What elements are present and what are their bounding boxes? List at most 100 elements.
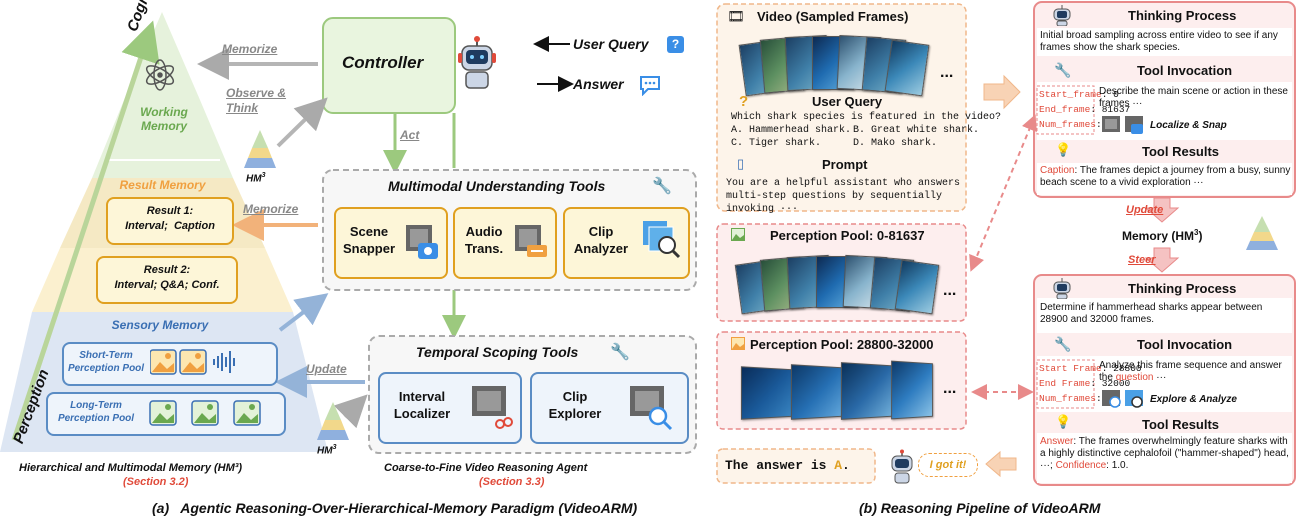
film-scissors-icon: [472, 386, 513, 429]
step2-thinking-title: Thinking Process: [1128, 281, 1237, 296]
option-c: C. Tiger shark.: [731, 138, 822, 149]
step1-desc: Describe the main scene or action in the…: [1099, 86, 1288, 109]
question-text: Which shark species is featured in the v…: [731, 112, 1002, 123]
step1-results-title: Tool Results: [1142, 144, 1220, 159]
observe-think-label: Observe & Think: [226, 86, 287, 115]
final-answer: The answer is A.: [725, 458, 850, 473]
act-label: Act: [400, 128, 420, 142]
audio-trans-label: Audio Trans.: [464, 224, 504, 256]
step2-results-title: Tool Results: [1142, 417, 1220, 432]
short-term-label: Short-Term Perception Pool: [67, 350, 145, 374]
agent-caption: Coarse-to-Fine Video Reasoning Agent: [384, 462, 588, 474]
pool2-title: Perception Pool: 28800-32000: [750, 337, 934, 352]
wrench-icon: 🔧: [1054, 336, 1072, 352]
step1-result-text: Caption: The frames depict a journey fro…: [1040, 165, 1291, 188]
memorize-label: Memorize: [222, 42, 278, 56]
option-a: A. Hammerhead shark.: [731, 125, 852, 136]
step1-param1: Start_frame: 0: [1039, 89, 1119, 100]
mm-tools-title: Multimodal Understanding Tools: [388, 178, 606, 194]
speech-bubble: I got it!: [918, 453, 978, 477]
tool-icons: [1102, 116, 1143, 134]
figure-a-caption: (a) Agentic Reasoning-Over-Hierarchical-…: [152, 500, 638, 516]
step1-param2: End_frame: 81637: [1039, 104, 1131, 115]
memory-label: Memory (HM3): [1122, 228, 1203, 243]
working-memory-label: Working Memory: [140, 105, 188, 133]
robot-icon: [458, 36, 496, 89]
prompt-title: Prompt: [822, 157, 868, 172]
prompt-text: You are a helpful assistant who answers …: [726, 178, 961, 215]
update-label-right: Update: [1126, 204, 1164, 216]
frames-ellipsis: ...: [940, 64, 954, 81]
audio-trans-tool: Audio Trans.: [453, 207, 557, 279]
scene-snapper-label: Scene Snapper: [342, 224, 395, 256]
short-term-pool: Short-Term Perception Pool: [62, 342, 278, 386]
step1-invocation-title: Tool Invocation: [1137, 63, 1233, 78]
result2-text: Result 2: Interval; Q&A; Conf.: [114, 264, 220, 291]
step1-tools-label: Localize & Snap: [1150, 120, 1227, 131]
robot-icon: [1053, 5, 1071, 26]
chat-icon: [640, 76, 660, 96]
result2-card: Result 2: Interval; Q&A; Conf.: [96, 256, 238, 304]
long-term-label: Long-Term Perception Pool: [57, 400, 135, 424]
step2-thinking-text: Determine if hammerhead sharks appear be…: [1040, 302, 1263, 325]
pool1-ellipsis: ...: [943, 282, 957, 299]
result1-card: Result 1: Interval; Caption: [106, 197, 234, 245]
step2-param2: End Frame: 32000: [1039, 378, 1131, 389]
wrench-icon-2: 🔧: [610, 344, 630, 361]
perception-cognition-arrow: [11, 20, 160, 441]
step2-tools-label: Explore & Analyze: [1150, 394, 1237, 405]
hm3-icon: [317, 402, 349, 440]
step1-thinking-title: Thinking Process: [1128, 8, 1237, 23]
clip-explorer-tool: Clip Explorer: [530, 372, 689, 444]
wrench-icon: 🔧: [652, 178, 672, 195]
answer-label: Answer: [573, 76, 624, 92]
controller-box: [322, 17, 456, 114]
clip-analyzer-tool: Clip Analyzer: [563, 207, 690, 279]
step2-result-text: Answer: The frames overwhelmingly featur…: [1040, 436, 1289, 471]
step2-param1: Start Frame: 28800: [1039, 363, 1142, 374]
atom-icon: [145, 59, 175, 91]
pool2-ellipsis: ...: [943, 380, 957, 397]
controller-title: Controller: [342, 53, 424, 72]
steer-label: Steer: [1128, 254, 1156, 266]
doc-icon: ▯: [737, 156, 745, 171]
image-icons: [149, 400, 261, 426]
user-query-title: User Query: [812, 94, 883, 109]
tool-icons: [1102, 390, 1143, 408]
flow-arrow: [983, 74, 1021, 110]
film-icon: 🎞: [727, 8, 745, 24]
robot-icon: [1053, 278, 1071, 299]
pool1-title: Perception Pool: 0-81637: [770, 228, 925, 243]
video-title: Video (Sampled Frames): [757, 9, 909, 24]
option-d: D. Mako shark.: [853, 138, 938, 149]
result1-text: Result 1: Interval; Caption: [125, 205, 215, 232]
clip-explorer-label: Clip Explorer: [548, 389, 602, 421]
user-query-label: User Query: [573, 36, 649, 52]
question-mark-icon: ?: [739, 93, 749, 110]
hm3-label-2: HM3: [317, 444, 337, 457]
scene-snapper-tool: Scene Snapper: [334, 207, 448, 279]
got-it-text: I got it!: [929, 459, 967, 471]
answer-box: [716, 448, 876, 484]
long-term-pool: Long-Term Perception Pool: [46, 392, 286, 436]
clip-analyzer-label: Clip Analyzer: [573, 224, 629, 256]
bulb-icon: 💡: [1055, 414, 1072, 429]
clip-search-icon: [643, 221, 681, 259]
figure-b-caption: (b) Reasoning Pipeline of VideoARM: [859, 500, 1101, 516]
image-icon: [731, 337, 745, 350]
camera-film-icon: [406, 225, 438, 259]
image-audio-icons: [150, 349, 235, 375]
interval-localizer-label: Interval Localizer: [393, 389, 451, 421]
hm3-icon: [1246, 216, 1278, 250]
memorize-label-2: Memorize: [243, 202, 299, 216]
update-label: Update: [306, 362, 347, 376]
film-magnifier-icon: [630, 386, 673, 431]
agent-section: (Section 3.3): [479, 476, 545, 488]
image-icon: [731, 228, 745, 241]
hm3-caption: Hierarchical and Multimodal Memory (HM³): [19, 462, 243, 474]
question-icon: ?: [667, 36, 684, 53]
step2-desc: Analyze this frame sequence and answer t…: [1099, 360, 1282, 383]
sensory-memory-label: Sensory Memory: [111, 318, 209, 332]
interval-localizer-tool: Interval Localizer: [378, 372, 522, 444]
result-memory-label: Result Memory: [119, 178, 206, 192]
